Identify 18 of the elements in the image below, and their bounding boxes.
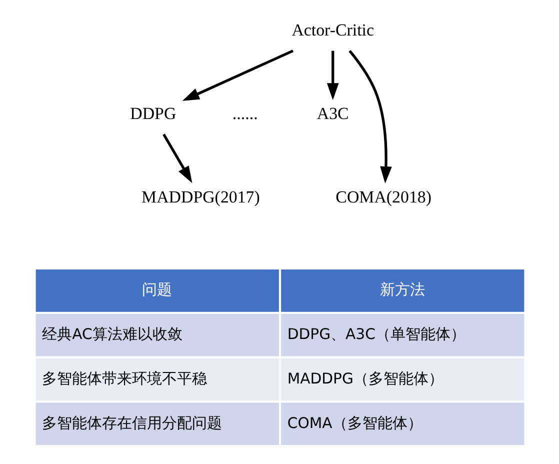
node-text: COMA(2018) [335,188,432,207]
label: 问题 [142,282,172,299]
node-text: DDPG [130,104,176,124]
node-text: MADDPG(2017) [141,188,260,207]
label: 多智能体带来环境不平稳 [42,370,207,388]
arrow [348,50,392,184]
arrow [182,50,294,101]
node-text: A3C [316,104,348,124]
label: MADDPG（多智能体） [286,370,443,388]
label: 经典AC算法难以收敛 [42,326,182,343]
label: 多智能体存在信用分配问题 [42,414,222,432]
label: COMA（多智能体） [286,414,422,432]
arrow [326,50,338,100]
label: ...... [232,104,258,124]
label: DDPG、A3C（单智能体） [286,326,465,343]
arrow [162,134,192,184]
node-text: Actor-Critic [291,20,374,40]
label: 新方法 [379,282,424,299]
